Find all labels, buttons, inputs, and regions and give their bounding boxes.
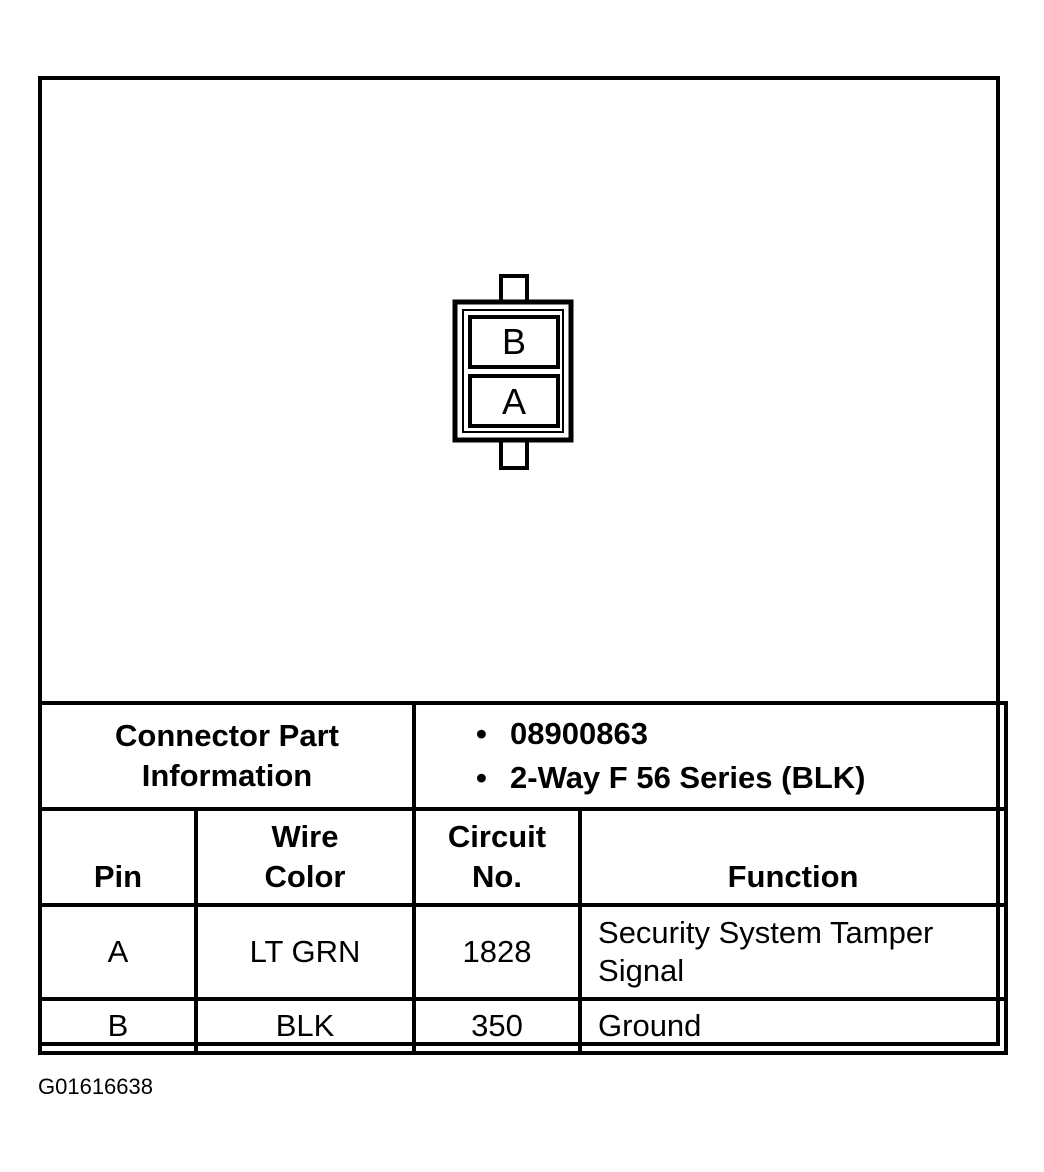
connector-view: B A — [42, 80, 996, 703]
connector-inner-outline — [462, 309, 564, 433]
part-info-values: • 08900863 • 2-Way F 56 Series (BLK) — [412, 701, 1009, 811]
row-a-wire-color: LT GRN — [193, 903, 417, 1001]
header-circuit-line1: Circuit — [447, 819, 547, 854]
part-number: 08900863 — [510, 716, 648, 751]
part-info-row: Connector Part Information • 08900863 • 2-… — [37, 701, 1009, 811]
header-pin-text: Pin — [93, 859, 143, 894]
bullet-icon: • — [476, 716, 487, 751]
connector-face-drawing: B A — [452, 274, 574, 470]
header-circuit: Circuit No. — [412, 807, 583, 907]
cavity-a — [468, 374, 560, 428]
row-a-function: Security System Tamper Signal — [578, 903, 1009, 1001]
cavity-a-label: A — [502, 381, 526, 422]
part-series: 2-Way F 56 Series (BLK) — [510, 760, 866, 795]
row-a-function-line1: Security System Tamper — [598, 915, 934, 950]
connector-info-table: Connector Part Information • 08900863 • 2-… — [37, 701, 1009, 1055]
connector-bottom-latch — [499, 436, 529, 470]
cavity-b — [468, 315, 560, 369]
part-info-label-line1: Connector Part — [115, 718, 339, 753]
header-function-text: Function — [727, 859, 859, 894]
row-b-wire-color: BLK — [193, 997, 417, 1055]
header-pin: Pin — [38, 807, 198, 907]
figure-id: G01616638 — [38, 1074, 153, 1099]
row-b-circuit: 350 — [412, 997, 583, 1055]
part-number-item: • 08900863 — [476, 712, 1004, 756]
header-wire-color-line2: Color — [264, 859, 346, 894]
row-a-circuit: 1828 — [412, 903, 583, 1001]
cavity-b-label: B — [502, 321, 526, 362]
diagram-frame: B A Connector Part Information • 08900863… — [37, 76, 1009, 1055]
bullet-icon: • — [476, 760, 487, 795]
table-row: A LT GRN 1828 Security System Tamper Sig… — [38, 903, 1009, 1001]
row-a-function-line2: Signal — [598, 953, 685, 988]
header-row: Pin Wire Color Circuit No. Function — [38, 807, 1009, 907]
part-series-item: • 2-Way F 56 Series (BLK) — [476, 756, 1004, 800]
row-a-pin: A — [38, 903, 198, 1001]
header-wire-color: Wire Color — [193, 807, 417, 907]
part-info-label-line2: Information — [141, 758, 313, 793]
part-info-label: Connector Part Information — [37, 701, 417, 811]
header-function: Function — [578, 807, 1009, 907]
row-b-function-line1: Ground — [598, 1008, 702, 1043]
header-circuit-line2: No. — [472, 859, 522, 894]
header-wire-color-line1: Wire — [271, 819, 339, 854]
row-b-pin: B — [38, 997, 198, 1055]
table-row: B BLK 350 Ground — [38, 997, 1009, 1055]
row-b-function: Ground — [578, 997, 1009, 1055]
